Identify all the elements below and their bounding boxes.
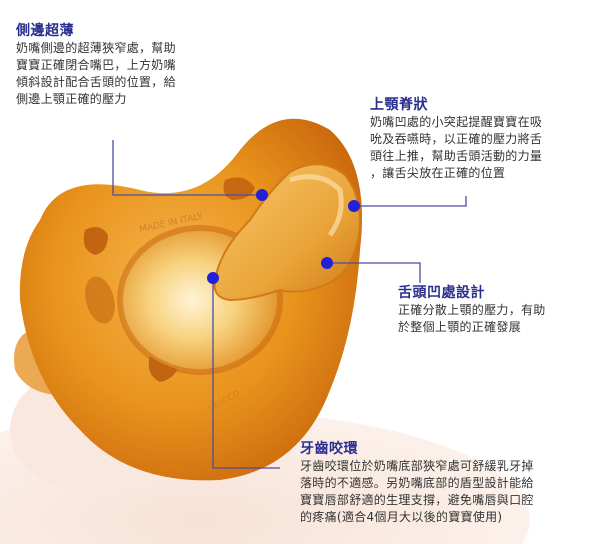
- callout-line: 的疼痛(適合4個月大以後的寶寶使用): [300, 510, 503, 524]
- callout-body: 奶嘴側邊的超薄狹窄處，幫助 寶寶正確閉合嘴巴，上方奶嘴 傾斜設計配合舌頭的位置，…: [16, 40, 176, 108]
- callout-line: 牙齒咬環位於奶嘴底部狹窄處可舒緩乳牙掉: [300, 459, 534, 473]
- callout-title: 牙齒咬環: [300, 441, 358, 457]
- marker-dot-side-thin: [256, 189, 268, 201]
- leader-lines: [112, 140, 467, 469]
- callout-line: 於整個上顎的正確發展: [398, 320, 522, 334]
- callout-line: 寶寶正確閉合嘴巴，上方奶嘴: [16, 58, 176, 72]
- callout-side-thin: 側邊超薄 奶嘴側邊的超薄狹窄處，幫助 寶寶正確閉合嘴巴，上方奶嘴 傾斜設計配合舌…: [16, 22, 176, 108]
- callout-body: 牙齒咬環位於奶嘴底部狹窄處可舒緩乳牙掉 落時的不適感。另奶嘴底部的盾型設計能給 …: [300, 458, 534, 526]
- callout-teething-ring: 牙齒咬環 牙齒咬環位於奶嘴底部狹窄處可舒緩乳牙掉 落時的不適感。另奶嘴底部的盾型…: [300, 440, 534, 526]
- callout-line: 吮及吞嚥時，以正確的壓力將舌: [370, 132, 543, 146]
- callout-line: 奶嘴凹處的小突起提醒寶寶在吸: [370, 115, 543, 129]
- callout-body: 正確分散上顎的壓力，有助 於整個上顎的正確發展: [398, 302, 546, 336]
- callout-line: 側邊上顎正確的壓力: [16, 92, 127, 106]
- marker-dot-teething-ring: [207, 272, 219, 284]
- callout-line: 傾斜設計配合舌頭的位置，給: [16, 75, 176, 89]
- callout-title: 側邊超薄: [16, 23, 74, 39]
- callout-palate-ridge: 上顎脊狀 奶嘴凹處的小突起提醒寶寶在吸 吮及吞嚥時，以正確的壓力將舌 頭往上推，…: [370, 96, 542, 182]
- callout-title: 上顎脊狀: [370, 97, 428, 113]
- callout-line: 正確分散上顎的壓力，有助: [398, 303, 546, 317]
- callout-body: 奶嘴凹處的小突起提醒寶寶在吸 吮及吞嚥時，以正確的壓力將舌 頭往上推，幫助舌頭活…: [370, 114, 542, 182]
- callout-line: 落時的不適感。另奶嘴底部的盾型設計能給: [300, 476, 534, 490]
- marker-dot-tongue-groove: [321, 257, 333, 269]
- marker-dots: [207, 189, 360, 284]
- callout-line: 寶寶唇部舒適的生理支撐，避免嘴唇與口腔: [300, 493, 534, 507]
- callout-line: 奶嘴側邊的超薄狹窄處，幫助: [16, 41, 176, 55]
- callout-tongue-groove: 舌頭凹處設計 正確分散上顎的壓力，有助 於整個上顎的正確發展: [398, 284, 546, 336]
- callout-title: 舌頭凹處設計: [398, 285, 485, 301]
- callout-line: 頭往上推，幫助舌頭活動的力量: [370, 149, 543, 163]
- callout-line: ，讓舌尖放在正確的位置: [370, 166, 506, 180]
- marker-dot-palate-ridge: [348, 200, 360, 212]
